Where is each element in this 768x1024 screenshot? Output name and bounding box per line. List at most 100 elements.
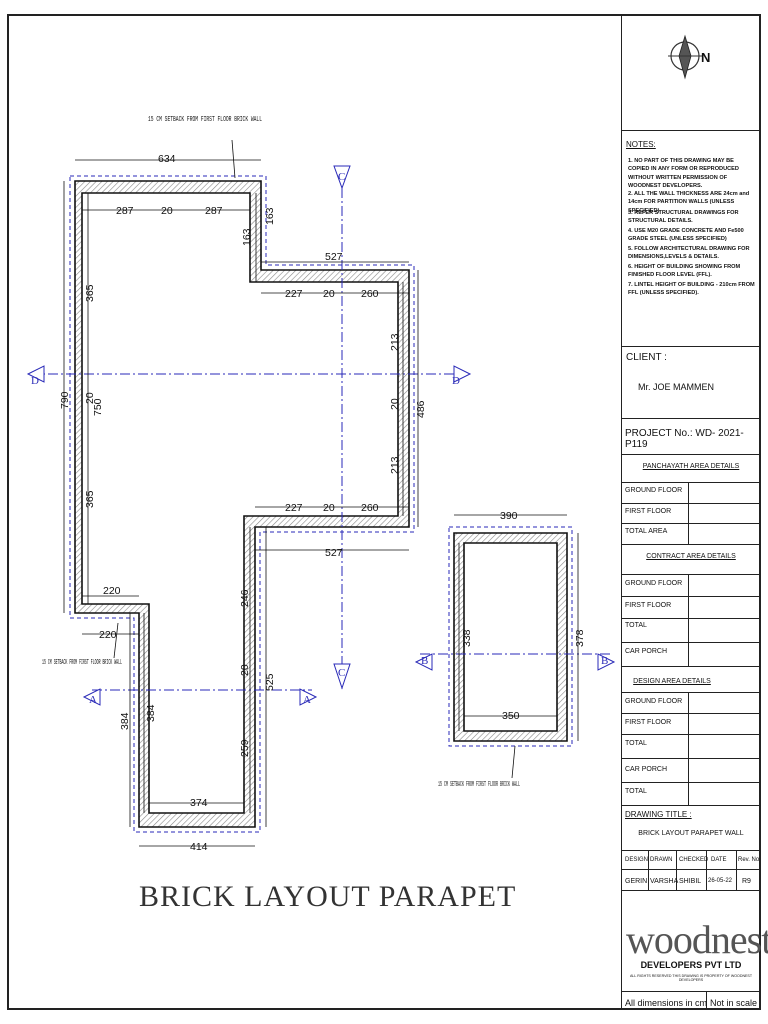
project-label: PROJECT No.: bbox=[625, 428, 693, 439]
section-label-c-bottom: C bbox=[338, 667, 345, 679]
design-ground-floor: GROUND FLOOR bbox=[625, 698, 683, 705]
design-heading: DESIGN AREA DETAILS bbox=[633, 678, 711, 685]
dim-right-mid: 20 bbox=[389, 398, 401, 410]
dim-leg-right-lower: 259 bbox=[239, 739, 251, 757]
woodnest-logo: woodnest bbox=[626, 917, 768, 962]
header-date: DATE bbox=[711, 857, 727, 863]
dim-box-top: 390 bbox=[500, 510, 518, 522]
dim-top-overall: 634 bbox=[158, 153, 176, 165]
dim-leg-left-outer: 384 bbox=[119, 712, 131, 730]
drawing-title: BRICK LAYOUT PARAPET bbox=[139, 880, 516, 913]
drawing-title-value: BRICK LAYOUT PARAPET WALL bbox=[638, 830, 744, 837]
dim-leg-right-mid: 20 bbox=[239, 664, 251, 676]
dim-mid-bot-left: 227 bbox=[285, 502, 303, 514]
header-checked: CHECKED bbox=[679, 857, 709, 863]
project-number: PROJECT No.: WD- 2021- P119 bbox=[625, 428, 760, 450]
design-total-2: TOTAL bbox=[625, 788, 647, 795]
dim-notch-top: 220 bbox=[103, 585, 121, 597]
section-label-c-top: C bbox=[338, 171, 345, 183]
panchayath-ground-floor: GROUND FLOOR bbox=[625, 487, 683, 494]
value-design: GERIN bbox=[625, 878, 648, 885]
drawing-title-label: DRAWING TITLE : bbox=[625, 810, 692, 819]
contract-total: TOTAL bbox=[625, 622, 647, 629]
section-markers bbox=[26, 165, 616, 706]
section-label-d-left: D bbox=[31, 375, 39, 387]
rights-note: ALL RIGHTS RESERVED THIS DRAWING IS PROP… bbox=[629, 974, 753, 982]
panchayath-total: TOTAL AREA bbox=[625, 528, 668, 535]
dim-left-mid: 20 bbox=[84, 392, 96, 404]
dim-right-overall: 486 bbox=[415, 400, 427, 418]
dim-box-left: 338 bbox=[461, 629, 473, 647]
dim-right-upper: 213 bbox=[389, 333, 401, 351]
note-5: 5. FOLLOW ARCHITECTURAL DRAWING FOR DIME… bbox=[628, 246, 750, 261]
dim-left-inner: 750 bbox=[92, 398, 104, 416]
dim-top-right: 287 bbox=[205, 205, 223, 217]
project-value: WD- 2021- P119 bbox=[625, 428, 744, 450]
value-date: 26-05-22 bbox=[708, 878, 733, 884]
dim-right-lower: 213 bbox=[389, 456, 401, 474]
design-car-porch: CAR PORCH bbox=[625, 766, 668, 773]
dim-bottom-inner: 374 bbox=[190, 797, 208, 809]
dim-top-left: 287 bbox=[116, 205, 134, 217]
dim-box-right: 378 bbox=[574, 629, 586, 647]
dim-mid-top-right: 260 bbox=[361, 288, 379, 300]
dim-mid-top-mid: 20 bbox=[323, 288, 335, 300]
section-label-a-left: A bbox=[89, 694, 97, 706]
setback-note-box: 15 CM SETBACK FROM FIRST FLOOR BRICK WAL… bbox=[438, 781, 520, 789]
dim-left-upper: 365 bbox=[84, 284, 96, 302]
dim-box-inner: 350 bbox=[502, 710, 520, 722]
header-drawn: DRAWN bbox=[650, 857, 673, 863]
dim-mid-bot-mid: 20 bbox=[323, 502, 335, 514]
note-7: 7. LINTEL HEIGHT OF BUILDING - 210cm FRO… bbox=[628, 282, 755, 297]
dim-mid-top-overall: 527 bbox=[325, 251, 343, 263]
setback-note-left: 15 CM SETBACK FROM FIRST FLOOR BRICK WAL… bbox=[42, 659, 122, 667]
contract-ground-floor: GROUND FLOOR bbox=[625, 580, 683, 587]
company-name: DEVELOPERS PVT LTD bbox=[640, 960, 742, 970]
design-total: TOTAL bbox=[625, 740, 647, 747]
note-4: 4. USE M20 GRADE CONCRETE AND Fe500 GRAD… bbox=[628, 228, 744, 243]
client-name: Mr. JOE MAMMEN bbox=[638, 382, 714, 392]
section-lines bbox=[30, 170, 612, 691]
design-first-floor: FIRST FLOOR bbox=[625, 719, 672, 726]
note-6: 6. HEIGHT OF BUILDING SHOWING FROM FINIS… bbox=[628, 264, 741, 279]
north-label: N bbox=[701, 50, 710, 65]
dim-step-v1: 163 bbox=[241, 228, 253, 246]
value-drawn: VARSHA bbox=[650, 878, 679, 885]
dimension-lines bbox=[63, 139, 579, 847]
units-note: All dimensions in cm bbox=[625, 998, 708, 1008]
setback-note-top: 15 CM SETBACK FROM FIRST FLOOR BRICK WAL… bbox=[148, 116, 262, 124]
section-label-d-right: D bbox=[452, 375, 460, 387]
notes-heading: NOTES: bbox=[626, 140, 656, 149]
value-rev: R9 bbox=[742, 878, 751, 885]
dim-leg-right-overall: 525 bbox=[264, 673, 276, 691]
dim-leg-right-upper: 246 bbox=[239, 589, 251, 607]
section-label-a-right: A bbox=[303, 694, 311, 706]
contract-heading: CONTRACT AREA DETAILS bbox=[646, 553, 736, 560]
dim-step-v2: 163 bbox=[264, 207, 276, 225]
note-2: 2. ALL THE WALL THICKNESS ARE 24cm and 1… bbox=[628, 191, 750, 214]
dim-leg-left-inner: 384 bbox=[145, 704, 157, 722]
section-label-b-left: B bbox=[421, 655, 428, 667]
contract-first-floor: FIRST FLOOR bbox=[625, 602, 672, 609]
dim-mid-top-left: 227 bbox=[285, 288, 303, 300]
dim-mid-bot-right: 260 bbox=[361, 502, 379, 514]
scale-note: Not in scale bbox=[710, 998, 758, 1008]
drawing-sheet bbox=[7, 14, 761, 1010]
parapet-wall bbox=[74, 180, 410, 828]
box-wall bbox=[453, 532, 568, 742]
panchayath-first-floor: FIRST FLOOR bbox=[625, 508, 672, 515]
dim-left-lower: 365 bbox=[84, 490, 96, 508]
header-rev: Rev. No bbox=[738, 857, 760, 863]
note-1: 1. NO PART OF THIS DRAWING MAY BE COPIED… bbox=[628, 158, 739, 189]
dim-top-mid: 20 bbox=[161, 205, 173, 217]
contract-car-porch: CAR PORCH bbox=[625, 648, 668, 655]
value-checked: SHIBIL bbox=[679, 878, 702, 885]
panchayath-heading: PANCHAYATH AREA DETAILS bbox=[642, 463, 740, 470]
note-3: 3. REFER STRUCTURAL DRAWINGS FOR STRUCTU… bbox=[628, 210, 739, 225]
section-label-b-right: B bbox=[601, 655, 608, 667]
dim-mid-bot-overall: 527 bbox=[325, 547, 343, 559]
dashed-box-outline bbox=[448, 526, 573, 747]
north-arrow-icon: N bbox=[668, 34, 710, 80]
dim-notch-bot: 220 bbox=[99, 629, 117, 641]
